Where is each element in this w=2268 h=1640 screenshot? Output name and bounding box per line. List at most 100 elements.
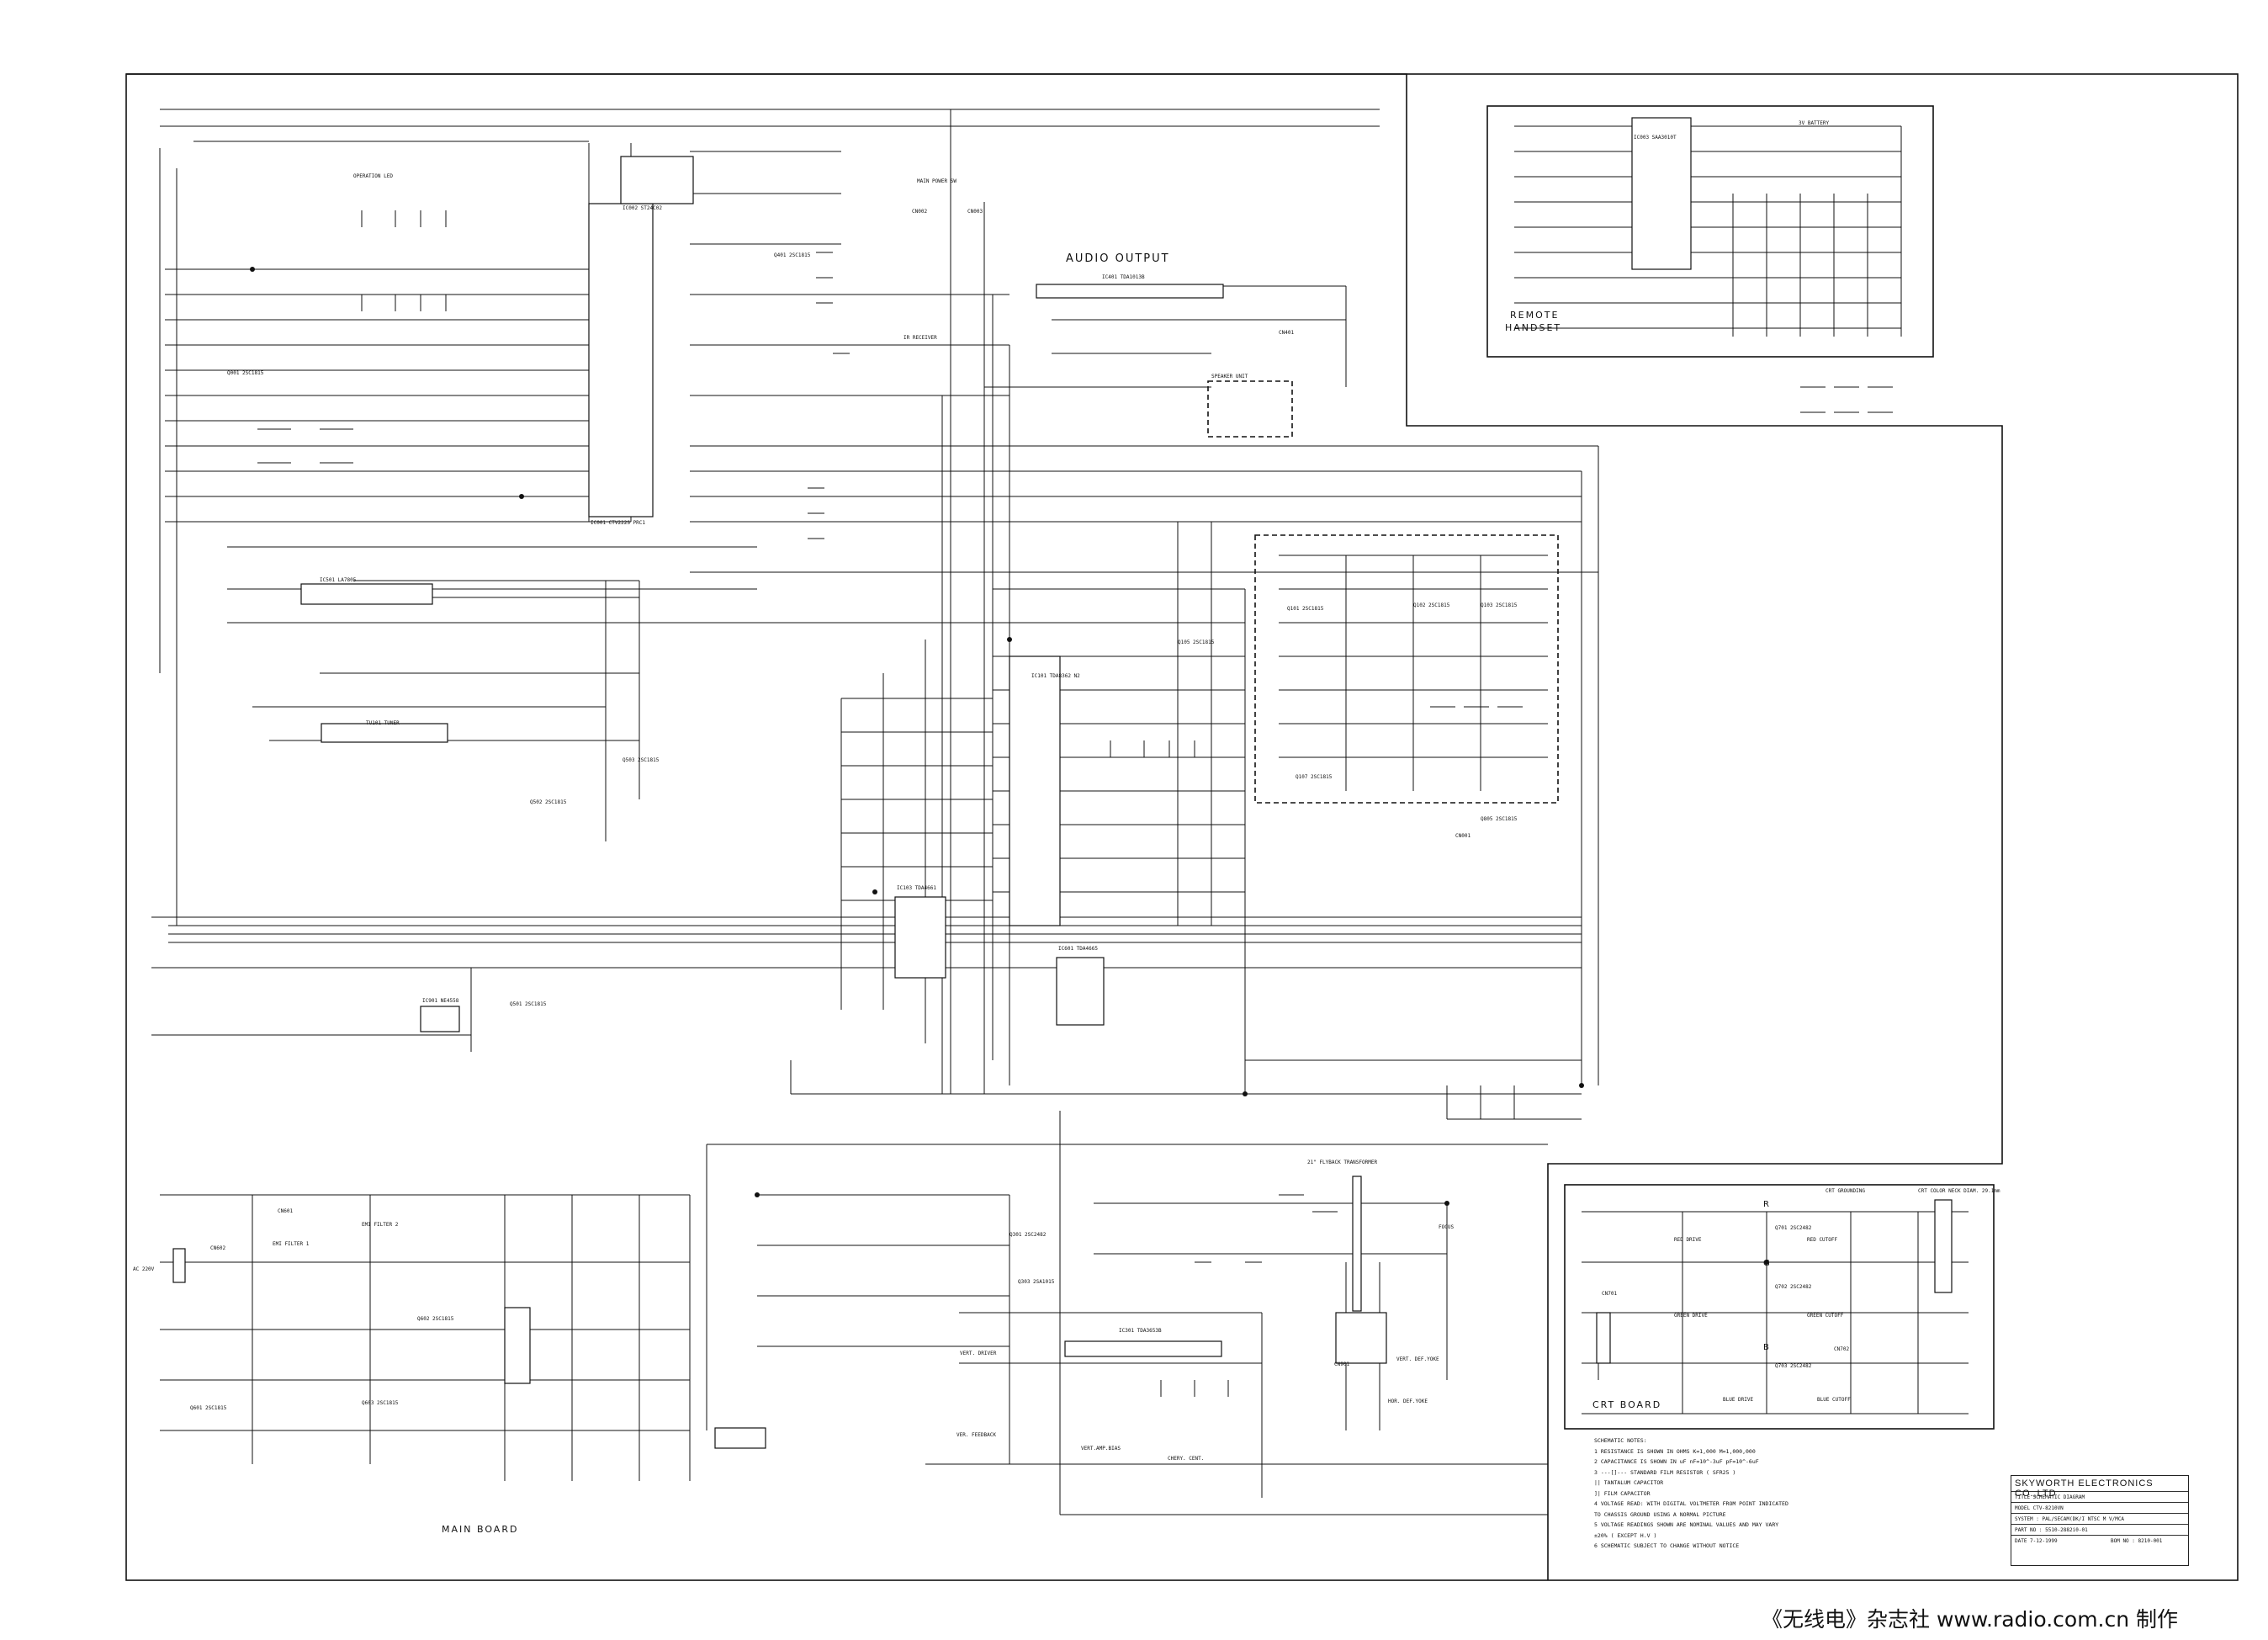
transistor-q501: Q501 2SC1815 <box>510 1001 547 1007</box>
main-board-outline <box>126 73 2003 1580</box>
crt-socket <box>1934 1199 1953 1293</box>
ic003-label: IC003 SAA3010T <box>1634 135 1677 141</box>
flyback-winding <box>1352 1176 1362 1312</box>
ic101-body <box>1009 655 1061 926</box>
audio-output-label: AUDIO OUTPUT <box>1066 252 1170 265</box>
battery-label: 3V BATTERY <box>1799 120 1830 126</box>
notes-line: 1 RESISTANCE IS SHOWN IN OHMS K=1,000 M=… <box>1594 1447 1756 1455</box>
crt-connector <box>1596 1312 1611 1364</box>
main-board-label: MAIN BOARD <box>442 1524 519 1535</box>
red-drive-label: RED DRIVE <box>1674 1237 1702 1243</box>
green-drive-label: GREEN DRIVE <box>1674 1313 1708 1319</box>
ic601-label: IC601 TDA4665 <box>1058 946 1098 952</box>
connector-cn601: CN601 <box>278 1208 294 1214</box>
ic103-label: IC103 TDA4661 <box>897 885 936 891</box>
title-block: SKYWORTH ELECTRONICS CO.,LTD TITLE SCHEM… <box>2011 1475 2189 1566</box>
green-cutoff-label: GREEN CUTOFF <box>1807 1313 1844 1319</box>
remote-handset-box <box>1486 105 1934 358</box>
emi-filter-2-label: EMI FILTER 2 <box>362 1222 399 1228</box>
transistor-q702: Q702 2SC2482 <box>1775 1284 1812 1290</box>
ic601-body <box>1056 957 1105 1026</box>
vert-def-yoke-label: VERT. DEF.YOKE <box>1396 1356 1439 1362</box>
notes-line: 6 SCHEMATIC SUBJECT TO CHANGE WITHOUT NO… <box>1594 1542 1740 1549</box>
handset-label: HANDSET <box>1505 322 1562 333</box>
smps-transformer <box>504 1307 531 1384</box>
ic501-body <box>300 583 433 605</box>
if-section-box <box>1254 534 1559 804</box>
drawing-title: TITLE SCHEMATIC DIAGRAM <box>2015 1494 2085 1500</box>
ic003-body <box>1631 117 1692 270</box>
ic001-label: IC001 CTV222S PRC1 <box>591 520 646 526</box>
transistor-q001: Q001 2SC1815 <box>227 370 264 376</box>
connector-cn602: CN602 <box>210 1245 226 1251</box>
model-number: MODEL CTV-8210VN <box>2015 1505 2064 1511</box>
speaker-unit-label: SPEAKER UNIT <box>1211 374 1248 379</box>
connector-cn401: CN401 <box>1279 330 1295 336</box>
schematic-notes: SCHEMATIC NOTES: 1 RESISTANCE IS SHOWN I… <box>1594 1436 1956 1552</box>
crt-grounding-label: CRT GROUNDING <box>1826 1188 1865 1194</box>
crt-blue-marker: B <box>1763 1343 1769 1352</box>
ic7805-body <box>714 1427 766 1449</box>
hor-def-yoke-label: HOR. DEF.YOKE <box>1388 1399 1428 1404</box>
speaker-unit-box <box>1207 380 1293 438</box>
notes-line: 5 VOLTAGE READINGS SHOWN ARE NOMINAL VAL… <box>1594 1521 1779 1528</box>
notes-line: 2 CAPACITANCE IS SHOWN IN uF nF=10^-3uF … <box>1594 1458 1759 1465</box>
ic301-label: IC301 TDA3653B <box>1119 1328 1162 1334</box>
crt-green-marker: G <box>1763 1259 1770 1268</box>
bom-number: BOM NO : 8210-001 <box>2111 1538 2163 1544</box>
connector-cn702: CN702 <box>1834 1346 1850 1352</box>
transistor-q103: Q103 2SC1815 <box>1481 602 1518 608</box>
transistor-q102: Q102 2SC1815 <box>1413 602 1450 608</box>
ic901-body <box>420 1006 460 1032</box>
blue-drive-label: BLUE DRIVE <box>1723 1397 1754 1403</box>
ic401-label: IC401 TDA1013B <box>1102 274 1145 280</box>
ic401-body <box>1036 284 1224 299</box>
focus-label: FOCUS <box>1439 1224 1455 1230</box>
ic101-label: IC101 TDA8362 N2 <box>1031 673 1080 679</box>
drawing-date: DATE 7-12-1999 <box>2015 1538 2058 1544</box>
ic301-body <box>1064 1340 1222 1357</box>
ic001-body <box>588 203 654 517</box>
notes-line: ]| FILM CAPACITOR <box>1594 1489 1651 1497</box>
ir-receiver-label: IR RECEIVER <box>903 335 937 341</box>
transistor-q107: Q107 2SC1815 <box>1296 774 1333 780</box>
ic002-body <box>620 156 694 204</box>
part-number: PART NO : 5510-2882i0-01 <box>2015 1527 2088 1533</box>
tuner-body <box>321 723 448 743</box>
ic901-label: IC901 NE4558 <box>422 998 459 1004</box>
ac-plug <box>172 1248 186 1283</box>
notes-line: 3 ---[]--- STANDARD FILM RESISTOR ( SFR2… <box>1594 1468 1736 1476</box>
connector-cn002: CN002 <box>912 209 928 215</box>
ic002-label: IC002 ST24C02 <box>623 205 662 211</box>
vert-driver-label: VERT. DRIVER <box>960 1351 997 1356</box>
blue-cutoff-label: BLUE CUTOFF <box>1817 1397 1851 1403</box>
transistor-q503: Q503 2SC1815 <box>623 757 660 763</box>
vert-amp-label: VERT.AMP.BIAS <box>1081 1446 1121 1452</box>
notes-line: ±20% ( EXCEPT H.V ) <box>1594 1531 1657 1539</box>
system-spec: SYSTEM : PAL/SECAM(DK/I NTSC M V/MCA <box>2015 1516 2125 1522</box>
crt-red-marker: R <box>1763 1200 1769 1209</box>
publisher-credit: 《无线电》杂志社 www.radio.com.cn 制作 <box>1762 1607 2179 1632</box>
transistor-q601: Q601 2SC1815 <box>190 1405 227 1411</box>
remote-label: REMOTE <box>1510 310 1560 321</box>
transistor-q603: Q603 2SC1815 <box>362 1400 399 1406</box>
transistor-q602: Q602 2SC1815 <box>417 1316 454 1322</box>
vert-feedback-label: VER. FEEDBACK <box>956 1432 996 1438</box>
tuner-label: TU101 TUNER <box>366 720 400 726</box>
connector-cn701: CN701 <box>1602 1291 1618 1297</box>
chery-cent-label: CHERY. CENT. <box>1168 1456 1205 1462</box>
notes-line: 4 VOLTAGE READ: WITH DIGITAL VOLTMETER F… <box>1594 1500 1788 1507</box>
transistor-q101: Q101 2SC1815 <box>1287 606 1324 612</box>
crt-board-label: CRT BOARD <box>1592 1399 1662 1410</box>
operation-led-label: OPERATION LED <box>353 173 393 179</box>
main-power-sw-label: MAIN POWER SW <box>917 178 956 184</box>
transistor-q301: Q301 2SC2482 <box>1009 1232 1047 1238</box>
company-name: SKYWORTH ELECTRONICS CO.,LTD <box>2015 1478 2154 1499</box>
transistor-q303: Q303 2SA1015 <box>1018 1279 1055 1285</box>
transistor-q401: Q401 2SC1815 <box>774 252 811 258</box>
transistor-q701: Q701 2SC2482 <box>1775 1225 1812 1231</box>
connector-cn003: CN003 <box>967 209 983 215</box>
notes-line: || TANTALUM CAPACITOR <box>1594 1479 1664 1486</box>
notes-line: TO CHASSIS GROUND USING A NORMAL PICTURE <box>1594 1510 1726 1518</box>
